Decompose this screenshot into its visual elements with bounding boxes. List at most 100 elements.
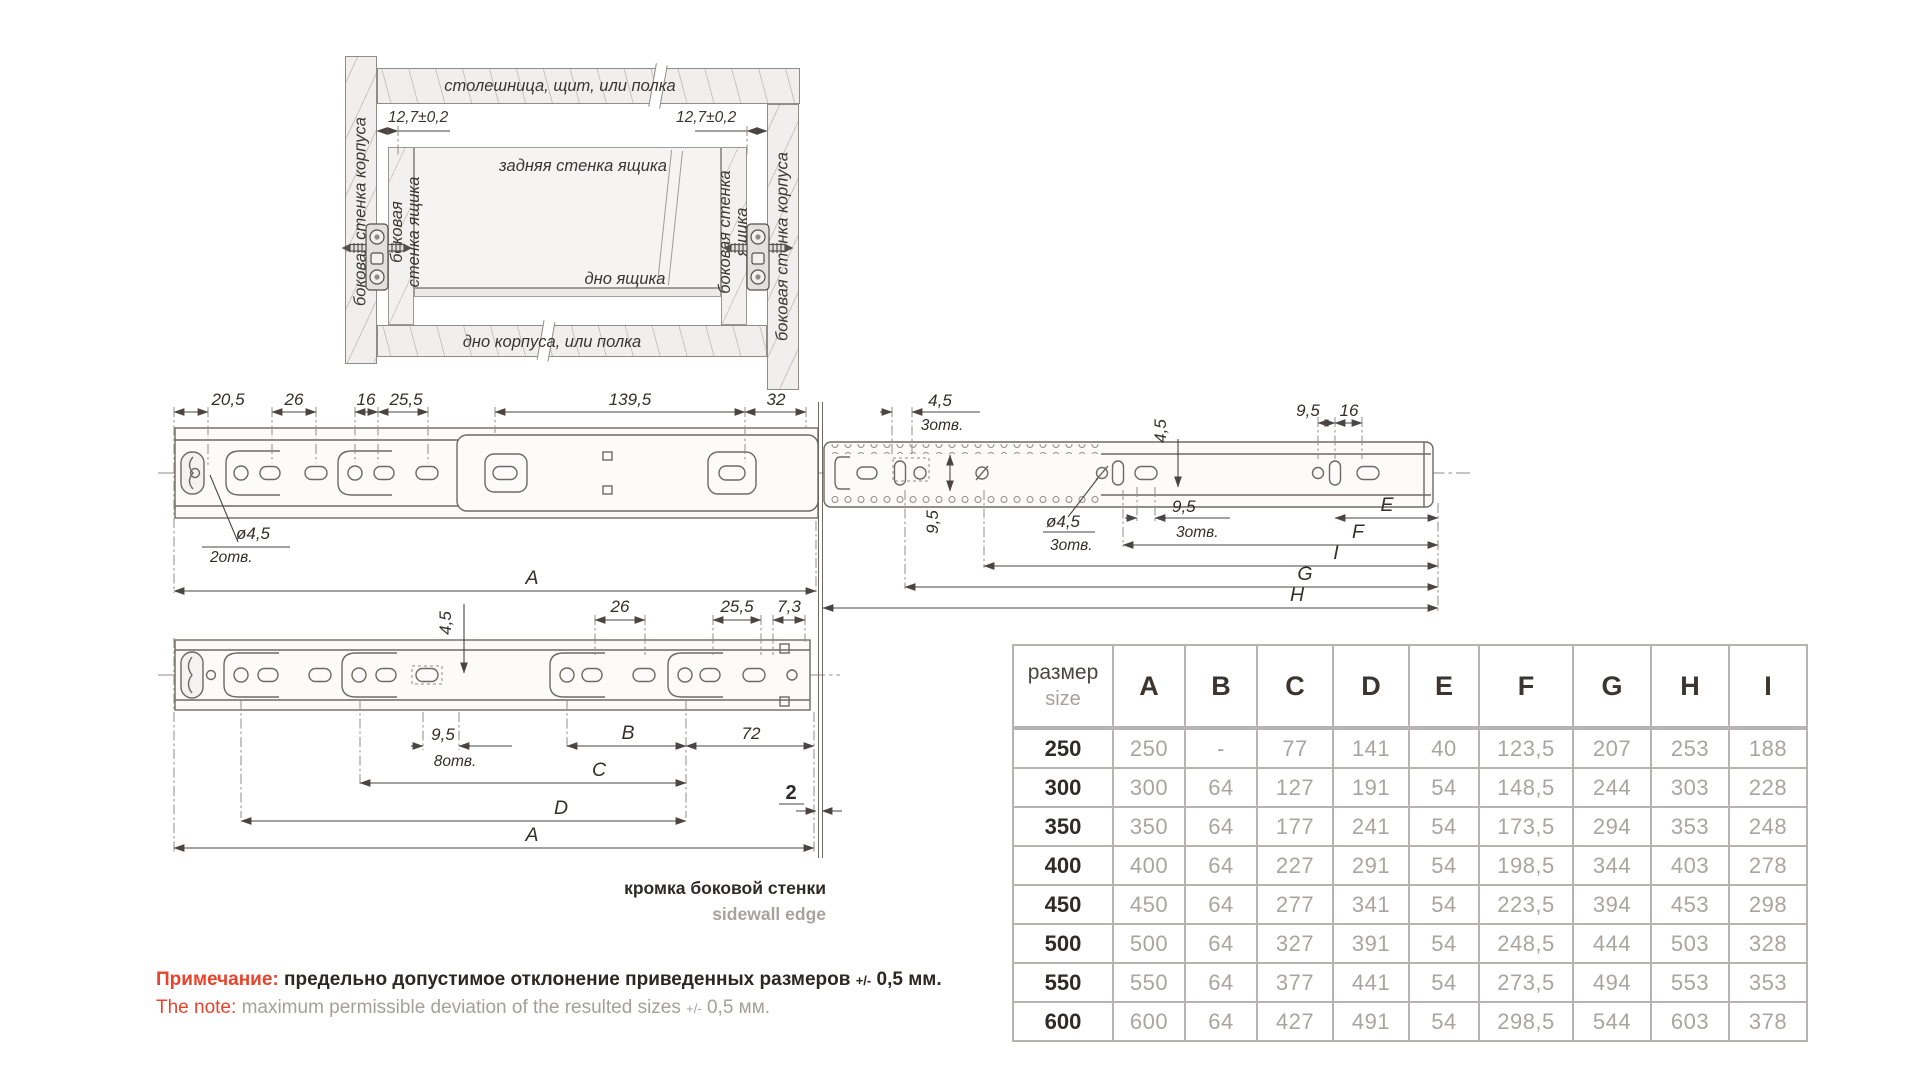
dim-letter-D: D bbox=[554, 797, 568, 819]
size-header-ru: размер bbox=[1027, 661, 1099, 684]
value-cell: 54 bbox=[1408, 923, 1480, 964]
drawer-member-drawing: 26 25,5 7,3 4,5 9,5 8отв. B 72 C D A 2 к… bbox=[158, 597, 842, 924]
value-cell: 303 bbox=[1650, 767, 1730, 808]
value-cell: 298,5 bbox=[1478, 1001, 1574, 1042]
dim-label: 32 bbox=[767, 390, 786, 409]
value-cell: 441 bbox=[1332, 962, 1410, 1003]
dim-label: 7,3 bbox=[777, 597, 801, 616]
drawer-bottom-strip bbox=[414, 288, 721, 297]
value-cell: 328 bbox=[1728, 923, 1808, 964]
value-cell: 500 bbox=[1112, 923, 1186, 964]
dim-letter-I: I bbox=[1333, 542, 1339, 564]
dim-label: 4,5 bbox=[436, 611, 455, 635]
value-cell: 177 bbox=[1256, 806, 1334, 847]
note-block: Примечание: предельно допустимое отклоне… bbox=[156, 966, 942, 1022]
dim-label: 16 bbox=[357, 390, 376, 409]
size-cell: 450 bbox=[1012, 884, 1114, 925]
value-cell: 64 bbox=[1184, 767, 1258, 808]
value-cell: 198,5 bbox=[1478, 845, 1574, 886]
cabinet-rail bbox=[174, 427, 819, 519]
value-cell: 394 bbox=[1572, 884, 1652, 925]
column-header-F: F bbox=[1478, 644, 1574, 730]
hole-count-label: 2отв. bbox=[209, 549, 253, 566]
dim-label: 9,5 bbox=[1296, 401, 1320, 420]
note-label-en: The note: bbox=[156, 997, 237, 1018]
gap-dim-label: 2 bbox=[785, 782, 796, 804]
offset-dim-left: 12,7±0,2 bbox=[388, 109, 449, 126]
column-header-E: E bbox=[1408, 644, 1480, 730]
dim-label: 9,5 bbox=[923, 510, 942, 534]
extension-lines bbox=[397, 126, 748, 156]
value-cell: 378 bbox=[1728, 1001, 1808, 1042]
value-cell: 64 bbox=[1184, 806, 1258, 847]
value-cell: 227 bbox=[1256, 845, 1334, 886]
column-header-I: I bbox=[1728, 644, 1808, 730]
value-cell: 123,5 bbox=[1478, 727, 1574, 769]
value-cell: 494 bbox=[1572, 962, 1652, 1003]
sidewall-edge-line bbox=[818, 402, 823, 858]
size-header-cell: размер size bbox=[1012, 644, 1114, 730]
dim-label: 9,5 bbox=[431, 725, 455, 744]
dim-label: 4,5 bbox=[928, 391, 952, 410]
dim-letter-E: E bbox=[1380, 494, 1394, 516]
dim-letter-H: H bbox=[1290, 584, 1305, 606]
value-cell: 491 bbox=[1332, 1001, 1410, 1042]
value-cell: 148,5 bbox=[1478, 767, 1574, 808]
dim-label: 26 bbox=[610, 597, 630, 616]
value-cell: 54 bbox=[1408, 845, 1480, 886]
note-value-ru: 0,5 мм. bbox=[876, 969, 942, 990]
value-cell: 141 bbox=[1332, 727, 1410, 769]
value-cell: 54 bbox=[1408, 767, 1480, 808]
value-cell: 427 bbox=[1256, 1001, 1334, 1042]
value-cell: 40 bbox=[1408, 727, 1480, 769]
value-cell: 344 bbox=[1572, 845, 1652, 886]
value-cell: 327 bbox=[1256, 923, 1334, 964]
value-cell: 400 bbox=[1112, 845, 1186, 886]
value-cell: 207 bbox=[1572, 727, 1652, 769]
value-cell: 273,5 bbox=[1478, 962, 1574, 1003]
hole-count-label: 3отв. bbox=[1176, 524, 1219, 541]
value-cell: 278 bbox=[1728, 845, 1808, 886]
value-cell: 188 bbox=[1728, 727, 1808, 769]
value-cell: 54 bbox=[1408, 806, 1480, 847]
value-cell: 64 bbox=[1184, 1001, 1258, 1042]
value-cell: 444 bbox=[1572, 923, 1652, 964]
hole-dia-label: ø4,5 bbox=[1046, 512, 1081, 531]
column-header-C: C bbox=[1256, 644, 1334, 730]
dim-label: 26 bbox=[284, 390, 304, 409]
value-cell: 453 bbox=[1650, 884, 1730, 925]
cabinet-bottom-panel bbox=[377, 325, 767, 357]
dim-letter-A: A bbox=[524, 567, 538, 589]
sidewall-edge-label-en: sidewall edge bbox=[712, 904, 826, 924]
dim-letter-G: G bbox=[1297, 563, 1312, 585]
column-header-B: B bbox=[1184, 644, 1258, 730]
value-cell: 241 bbox=[1332, 806, 1410, 847]
offset-dim-right: 12,7±0,2 bbox=[676, 109, 737, 126]
dimension-lines bbox=[173, 408, 1439, 612]
note-label-ru: Примечание: bbox=[156, 969, 279, 990]
dim-letter-A: A bbox=[524, 824, 538, 846]
value-cell: 228 bbox=[1728, 767, 1808, 808]
value-cell: 77 bbox=[1256, 727, 1334, 769]
drawer-rail-extended bbox=[823, 441, 1434, 508]
value-cell: 250 bbox=[1112, 727, 1186, 769]
dimension-lines bbox=[173, 604, 842, 852]
slide-hardware-icon bbox=[341, 223, 413, 291]
value-cell: 223,5 bbox=[1478, 884, 1574, 925]
note-tolerance: +/- bbox=[855, 973, 872, 988]
size-header-en: size bbox=[1045, 688, 1081, 710]
extension-lines bbox=[173, 615, 815, 852]
value-cell: 291 bbox=[1332, 845, 1410, 886]
value-cell: 550 bbox=[1112, 962, 1186, 1003]
hole-count-label: 3отв. bbox=[1050, 537, 1093, 554]
note-tolerance: +/- bbox=[686, 1001, 702, 1016]
value-cell: 353 bbox=[1650, 806, 1730, 847]
dim-label: 72 bbox=[742, 724, 761, 743]
cabinet-left-wall bbox=[345, 56, 377, 364]
